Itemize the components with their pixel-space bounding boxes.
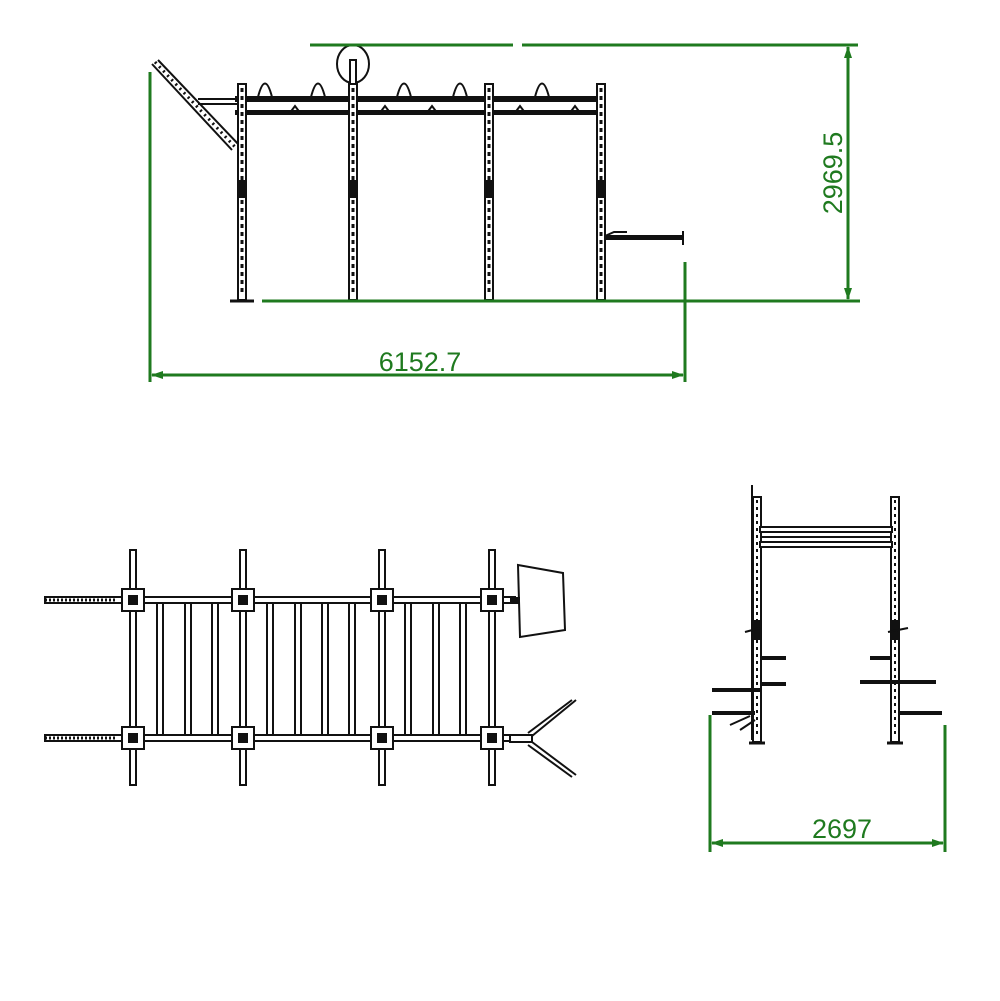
rung [404,602,412,736]
dip-attachment [604,231,684,245]
post-section [128,595,138,605]
upright-sleeve [484,180,494,198]
rung [321,602,329,736]
rung [211,602,219,736]
length-dimension-label: 6152.7 [379,347,462,377]
pullup-ladder [151,59,241,151]
post-section [238,733,248,743]
height-dimension-label: 2969.5 [818,132,848,215]
landmine-pad [510,563,567,639]
rung [294,602,302,736]
plan-upright [129,549,137,786]
post-section [238,595,248,605]
hook-top [310,82,326,98]
side-uprights [749,485,903,745]
beam-hooks [257,82,582,115]
side-elevation-view: 2697 [708,485,947,852]
side-sleeve [752,620,762,640]
post-section [128,733,138,743]
post-section [487,595,497,605]
plan-upright [378,549,386,786]
rung [459,602,467,736]
post-section [377,595,387,605]
plan-view [44,549,577,786]
hook-top [396,82,412,98]
top-beams [198,96,605,115]
plate-storage [712,627,942,731]
plan-uprights [121,549,504,786]
rung [432,602,440,736]
hook-bottom [513,104,527,115]
plan-upright [488,549,496,786]
rung [184,602,192,736]
rung [266,602,274,736]
hook-bottom [288,104,302,115]
side-rails [44,596,516,742]
hook-top [452,82,468,98]
hook-bottom [425,104,439,115]
rung [156,602,164,736]
dip-handles [509,699,577,778]
plan-upright [239,549,247,786]
upright-sleeve [596,180,606,198]
rung [348,602,356,736]
post-section [377,733,387,743]
hook-bottom [378,104,392,115]
hook-top [257,82,273,98]
front-uprights [230,83,613,303]
hook-top [534,82,550,98]
front-elevation-view: 2969.5 6152.7 [148,43,860,382]
upright-sleeve [237,180,247,198]
upright-sleeve [348,180,358,198]
monkey-bar-rungs [156,602,467,736]
width-dimension-label: 2697 [812,814,872,844]
side-crossbars [759,526,893,548]
post-section [487,733,497,743]
hook-bottom [568,104,582,115]
